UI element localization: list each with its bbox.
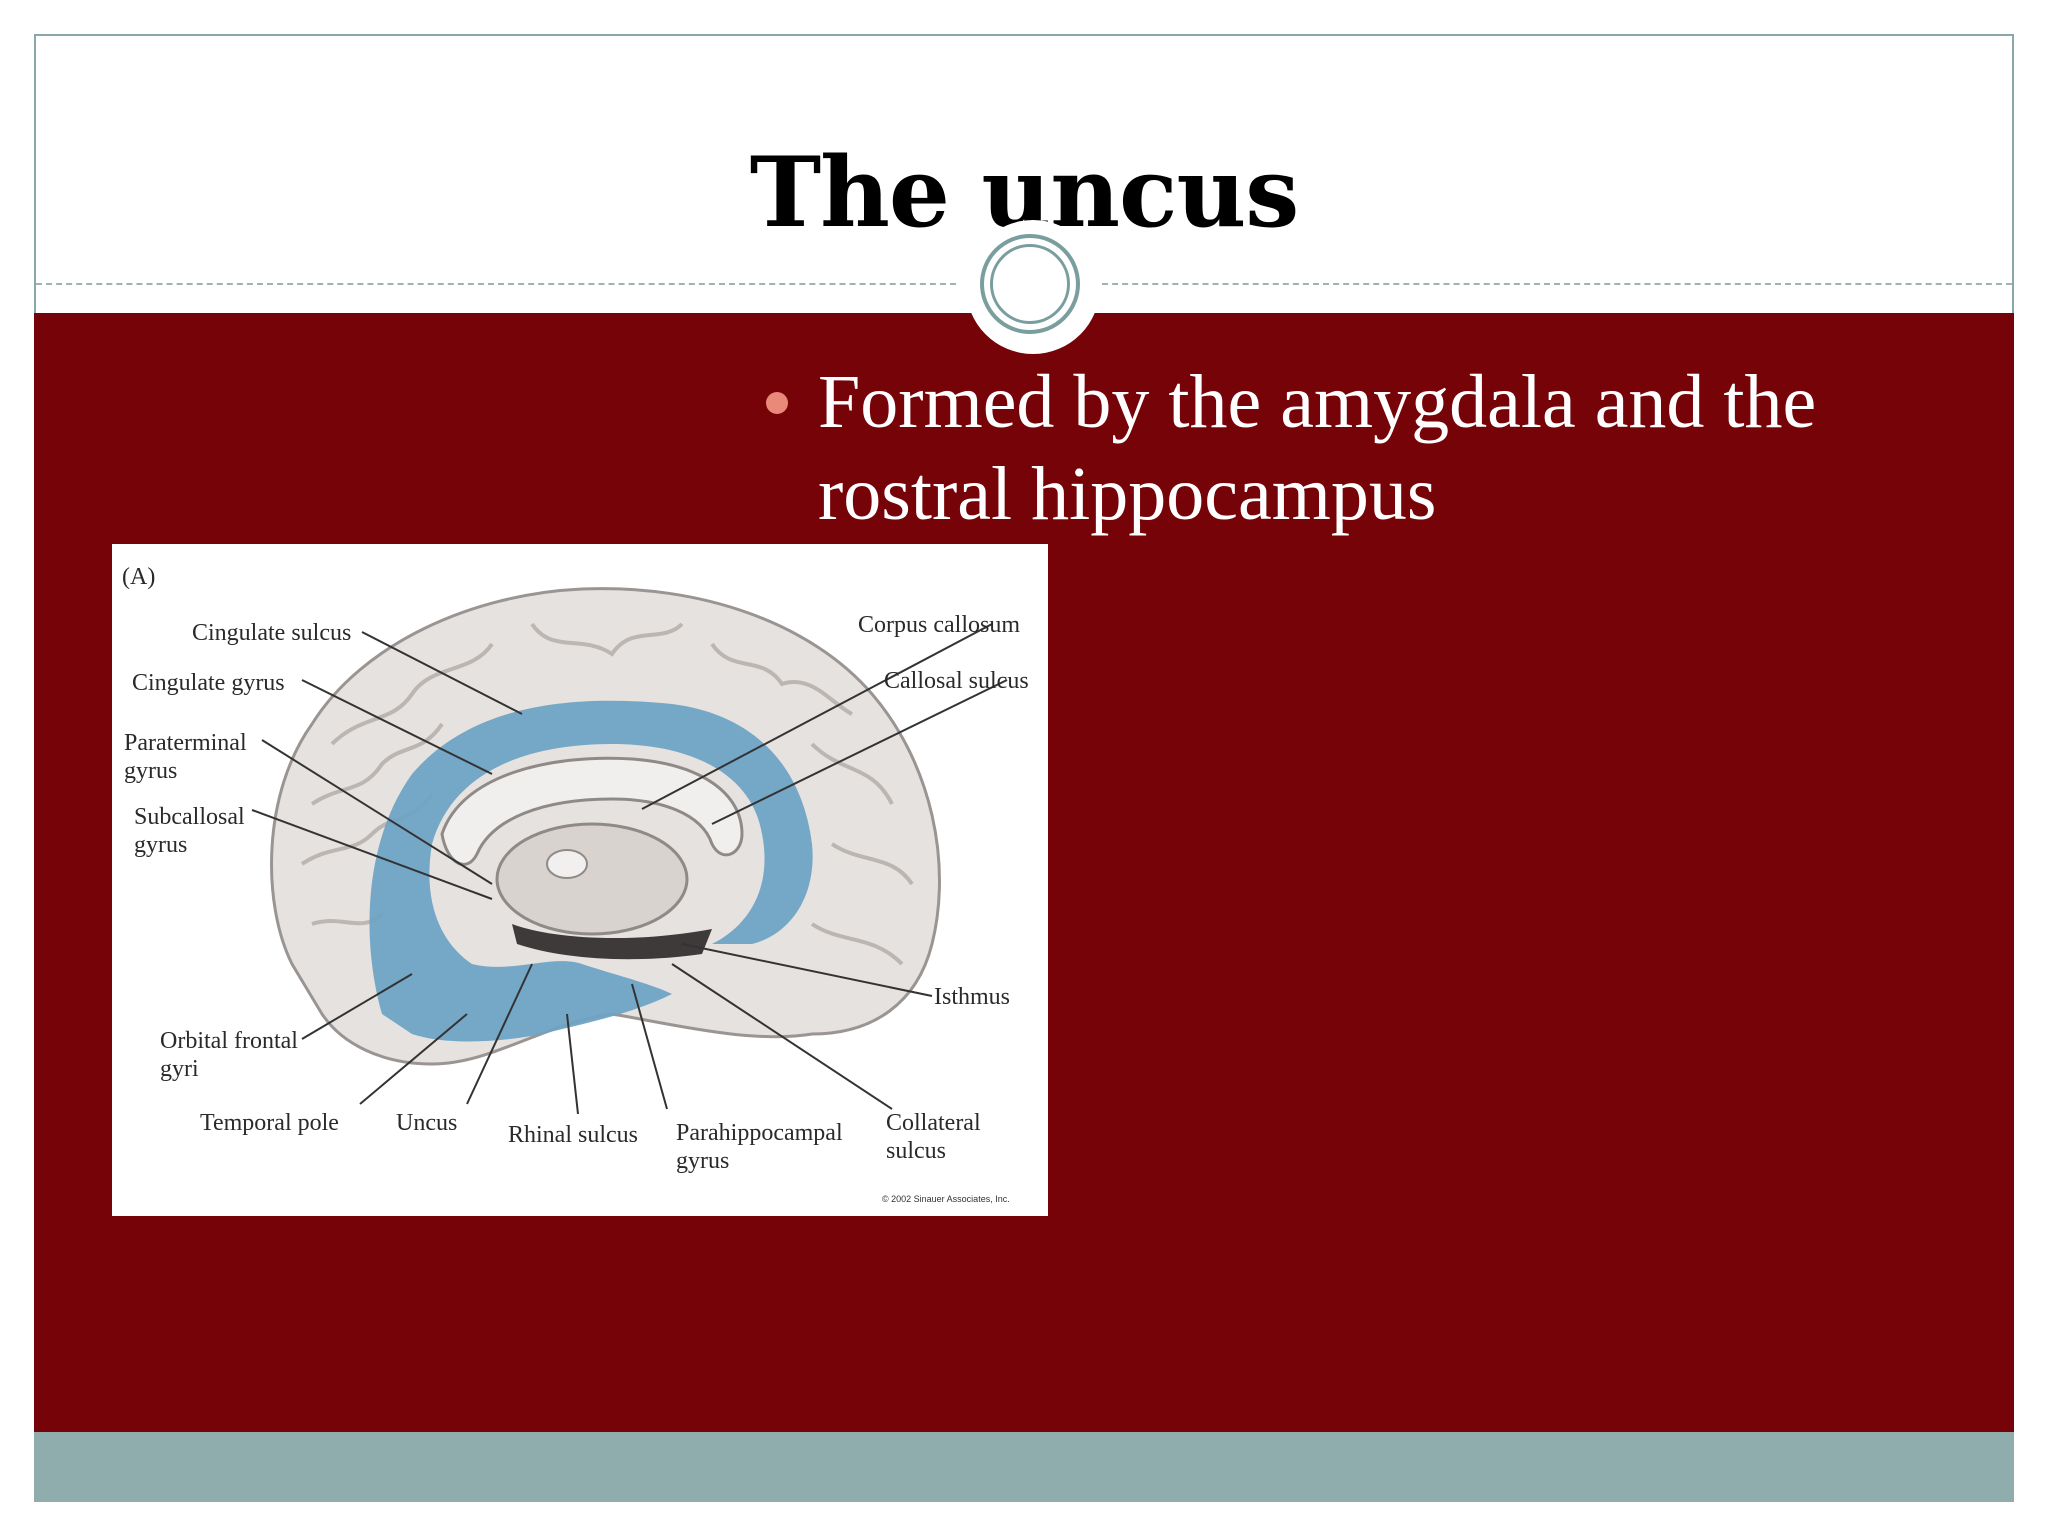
header-divider-right xyxy=(1092,283,2012,285)
label-orbital-frontal-1: Orbital frontal xyxy=(160,1028,298,1054)
header-divider-left xyxy=(36,283,956,285)
label-rhinal-sulcus: Rhinal sulcus xyxy=(508,1122,638,1148)
footer-band xyxy=(34,1432,2014,1502)
label-uncus: Uncus xyxy=(396,1110,457,1136)
label-parahippocampal-1: Parahippocampal xyxy=(676,1120,843,1146)
label-subcallosal-2: gyrus xyxy=(134,832,187,858)
label-paraterminal-2: gyrus xyxy=(124,758,177,784)
label-temporal-pole: Temporal pole xyxy=(200,1110,339,1136)
ornament-ring-inner xyxy=(990,244,1070,324)
bullet-text: Formed by the amygdala and the rostral h… xyxy=(818,360,1817,536)
label-parahippocampal-2: gyrus xyxy=(676,1148,729,1174)
brain-figure: (A) Cingulate sulcus Cingulate gyrus Par… xyxy=(112,544,1048,1216)
label-isthmus: Isthmus xyxy=(934,984,1010,1010)
circle-ornament-icon xyxy=(966,220,1100,354)
label-corpus-callosum: Corpus callosum xyxy=(858,612,1020,638)
thalamus xyxy=(495,822,689,936)
label-paraterminal-1: Paraterminal xyxy=(124,730,247,756)
limbic-band xyxy=(369,700,813,1042)
label-cingulate-gyrus: Cingulate gyrus xyxy=(132,670,285,696)
figure-copyright: © 2002 Sinauer Associates, Inc. xyxy=(882,1194,1010,1204)
label-collateral-2: sulcus xyxy=(886,1138,946,1164)
label-callosal-sulcus: Callosal sulcus xyxy=(884,668,1029,694)
brain-illustration: (A) Cingulate sulcus Cingulate gyrus Par… xyxy=(122,564,1029,1204)
corpus-callosum xyxy=(440,756,744,866)
ornament-ring xyxy=(980,234,1080,334)
label-orbital-frontal-2: gyri xyxy=(160,1056,199,1082)
label-collateral-1: Collateral xyxy=(886,1110,981,1136)
label-cingulate-sulcus: Cingulate sulcus xyxy=(192,620,351,646)
bullet-dot-icon xyxy=(766,392,788,414)
leader-lines xyxy=(251,623,1008,1115)
label-subcallosal-1: Subcallosal xyxy=(134,804,245,830)
brainstem-cut xyxy=(512,924,712,960)
panel-label: (A) xyxy=(122,564,155,590)
